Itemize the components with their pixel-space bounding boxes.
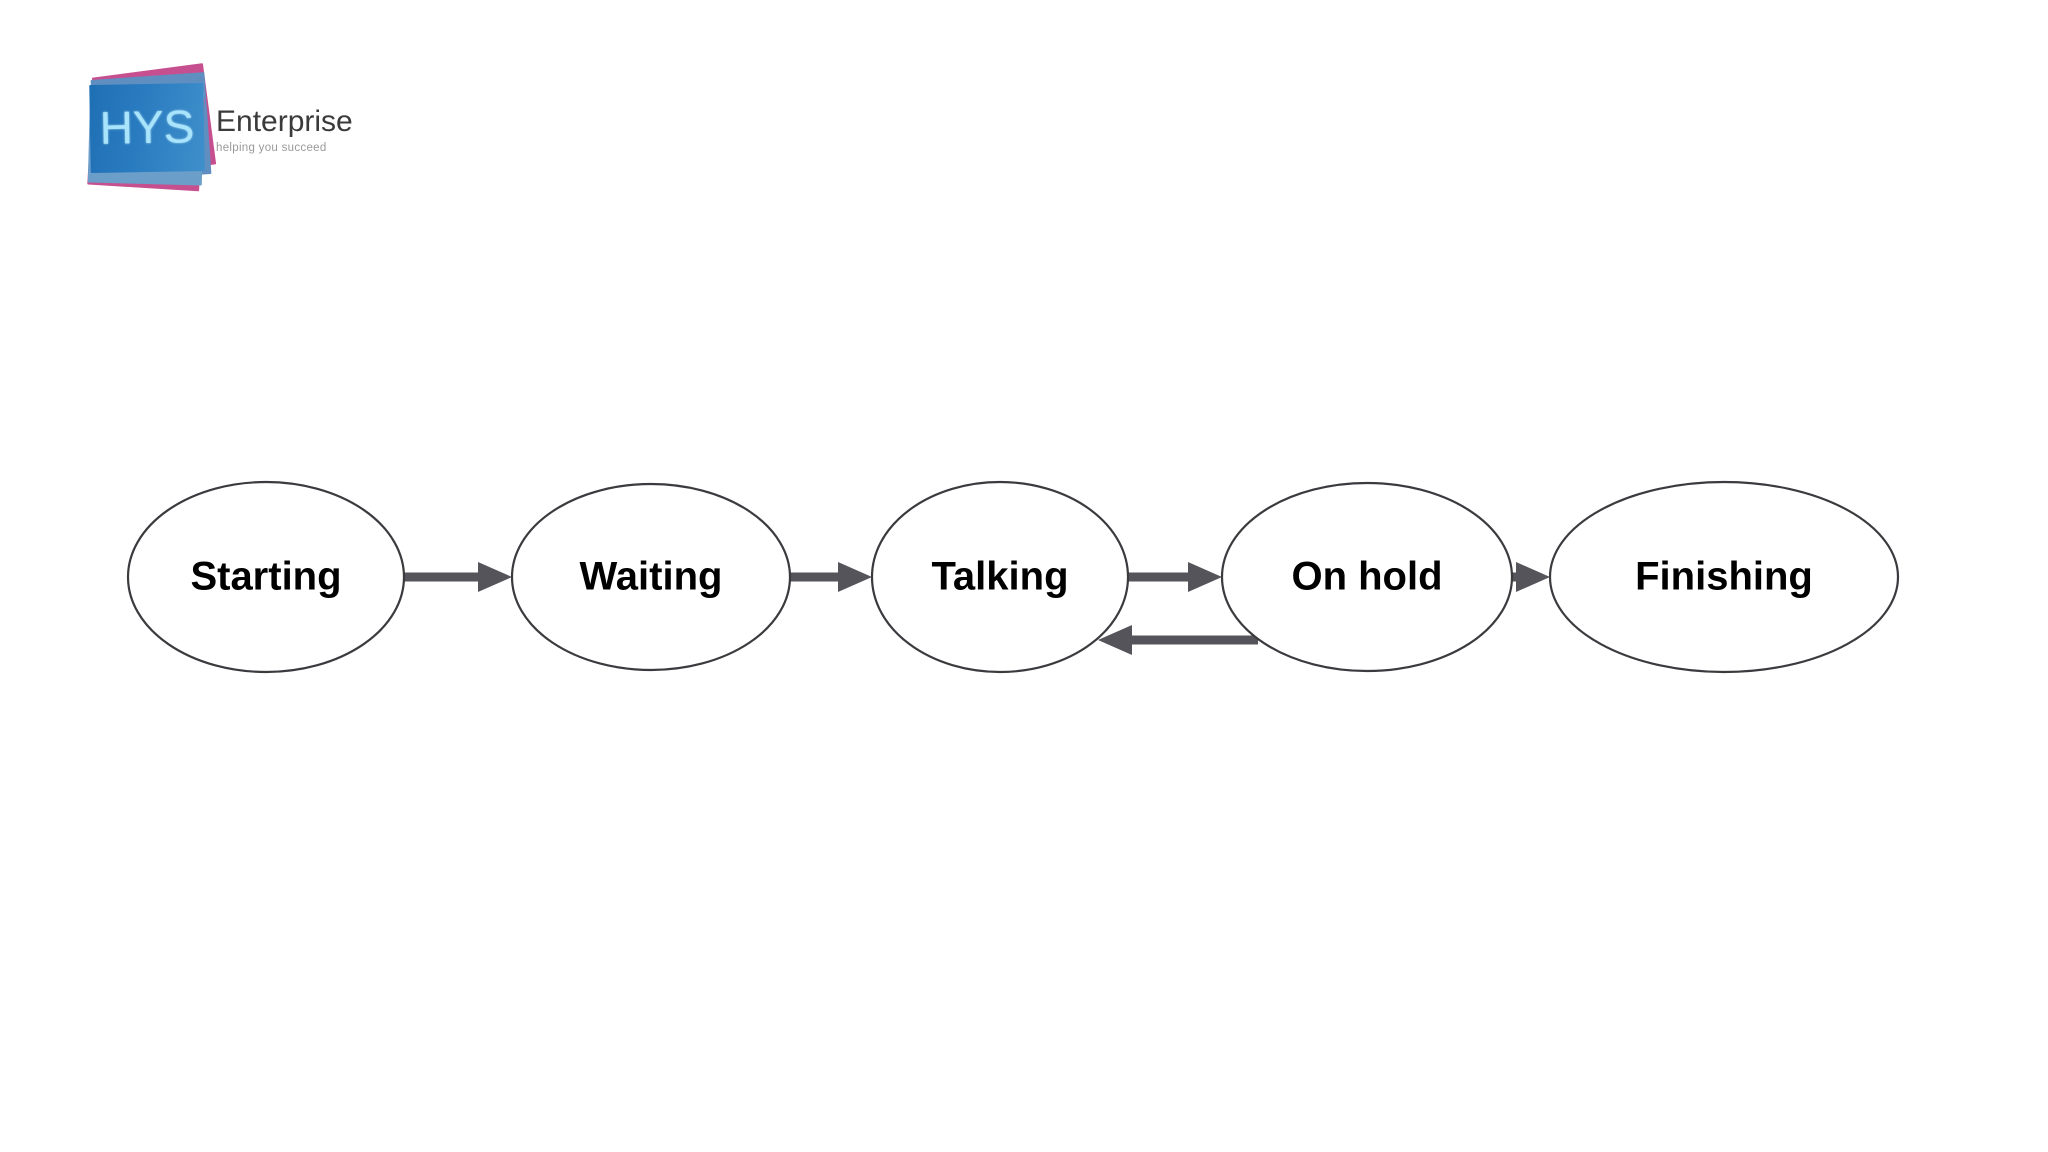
logo-wordmark-group: Enterprise helping you succeed: [216, 106, 396, 154]
edge-starting-to-waiting: [404, 562, 512, 592]
state-node-onhold[interactable]: On hold: [1220, 481, 1514, 673]
logo-tagline-text: helping you succeed: [216, 141, 327, 154]
brand-logo: HYS Enterprise helping you succeed: [87, 63, 388, 204]
state-node-label: On hold: [1291, 555, 1442, 599]
state-node-label: Talking: [931, 555, 1068, 599]
state-node-label: Starting: [190, 555, 341, 599]
edge-layer: [404, 562, 1550, 655]
state-node-shape[interactable]: [1220, 481, 1514, 673]
logo-wordmark-text: Enterprise: [216, 105, 353, 138]
arrowhead-icon: [1098, 625, 1132, 655]
edge-waiting-to-talking: [790, 562, 872, 592]
state-node-shape[interactable]: [1548, 480, 1900, 674]
state-node-talking[interactable]: Talking: [870, 480, 1130, 674]
edge-onhold-to-talking: [1098, 625, 1258, 655]
arrowhead-icon: [478, 562, 512, 592]
state-node-shape[interactable]: [870, 480, 1130, 674]
arrowhead-icon: [1516, 562, 1550, 592]
state-node-finishing[interactable]: Finishing: [1548, 480, 1900, 674]
state-node-shape[interactable]: [510, 482, 792, 672]
state-node-waiting[interactable]: Waiting: [510, 482, 792, 672]
state-node-shape[interactable]: [126, 480, 406, 674]
state-node-label: Finishing: [1635, 555, 1813, 599]
node-layer: Starting Waiting Talking On hold Finishing: [126, 480, 1900, 674]
arrowhead-icon: [1188, 562, 1222, 592]
state-node-label: Waiting: [580, 555, 723, 599]
edge-talking-to-onhold: [1128, 562, 1222, 592]
edge-onhold-to-finishing: [1512, 562, 1550, 592]
state-node-starting[interactable]: Starting: [126, 480, 406, 674]
arrowhead-icon: [838, 562, 872, 592]
